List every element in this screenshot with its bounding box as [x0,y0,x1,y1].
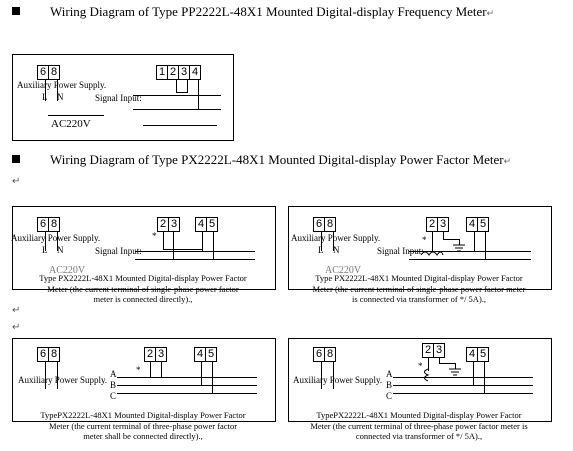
phase-a-label: A [110,369,117,379]
bullet-icon [12,155,20,163]
caption-three-phase-direct: TypePX2222L-48X1 Mounted Digital-display… [40,410,246,441]
paragraph-mark: ↵ [12,322,21,333]
phase-c-label: C [110,391,117,401]
caption-single-phase-transformer: Type PX2222L-48X1 Mounted Digital-displa… [312,273,526,304]
heading-frequency-meter: Wiring Diagram of Type PP2222L-48X1 Moun… [12,4,494,20]
aux-power-label: Auxiliary Power Supply. [17,80,107,90]
ground-icon [449,368,461,376]
diagram-single-phase-direct: 68 23 45 Auxiliary Power Supply. L N Sig… [11,206,276,290]
transformer-coil-icon [420,251,444,256]
transformer-coil-icon [424,368,430,382]
heading-power-factor-meter: Wiring Diagram of Type PX2222L-48X1 Moun… [12,152,511,168]
caption-three-phase-transformer: TypePX2222L-48X1 Mounted Digital-display… [310,410,528,441]
diagram-single-phase-transformer: 68 23 45 Auxiliary Power Supply. L N Sig… [288,206,552,290]
paragraph-mark: ↵ [12,305,21,316]
caption-single-phase-direct: Type PX2222L-48X1 Mounted Digital-displa… [39,273,247,304]
n-label: N [57,92,64,102]
phase-b-label: B [110,380,117,390]
bullet-icon [12,7,20,15]
ac220v-label: AC220V [51,118,91,130]
paragraph-mark: ↵ [12,176,21,187]
l-label: L [42,92,48,102]
signal-input-label: Signal Input: [95,93,142,103]
